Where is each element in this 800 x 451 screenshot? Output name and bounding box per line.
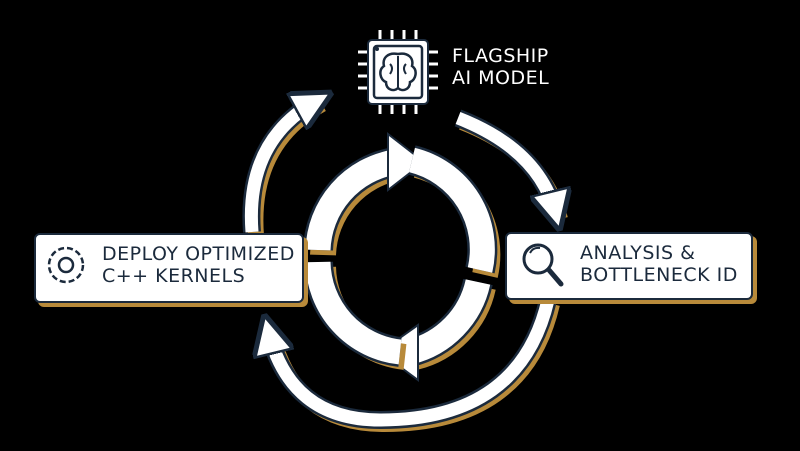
model-label-line1: FLAGSHIP bbox=[452, 45, 549, 67]
analysis-node-label: ANALYSIS & BOTTLENECK ID bbox=[580, 242, 738, 287]
analysis-label-line2: BOTTLENECK ID bbox=[580, 263, 738, 286]
deploy-label-line2: C++ KERNELS bbox=[102, 264, 246, 287]
inner-cycle-arrows bbox=[303, 131, 501, 382]
arrow-to-analysis bbox=[454, 109, 560, 219]
deploy-node-label: DEPLOY OPTIMIZED C++ KERNELS bbox=[102, 243, 295, 288]
arrow-to-model bbox=[242, 100, 322, 237]
deploy-label-line1: DEPLOY OPTIMIZED bbox=[102, 243, 295, 265]
brain-chip-icon bbox=[358, 30, 438, 114]
model-label-line2: AI MODEL bbox=[452, 66, 550, 89]
analysis-label-line1: ANALYSIS & bbox=[580, 242, 696, 264]
model-node-label: FLAGSHIP AI MODEL bbox=[452, 45, 550, 90]
arrow-to-deploy bbox=[268, 297, 560, 433]
